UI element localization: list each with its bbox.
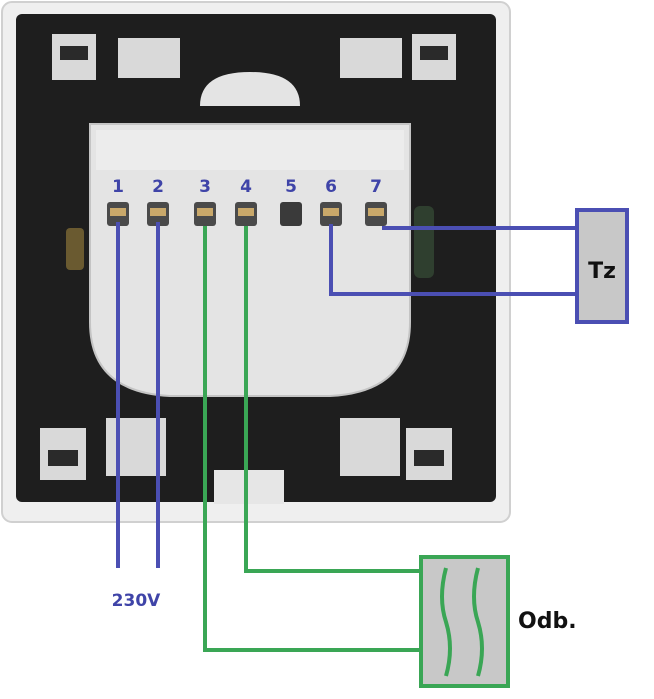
heating-element-line: [472, 567, 484, 677]
terminal-screw-7: [368, 208, 384, 216]
load-label: Odb.: [518, 609, 577, 634]
terminal-number-3: 3: [199, 177, 211, 197]
sensor-label: Tz: [588, 259, 616, 284]
bottom-clips: [40, 418, 452, 504]
clip-slot: [420, 46, 448, 60]
terminal-screw-2: [150, 208, 166, 216]
wire-load-3: [203, 226, 421, 652]
terminal-labels: 1 2 3 4 5 6 7: [112, 177, 382, 197]
side-fitting-right: [414, 206, 434, 278]
heating-element-line: [440, 567, 452, 677]
terminal-module: [89, 123, 411, 397]
module-ridge: [96, 130, 404, 170]
side-fitting-left: [66, 228, 84, 270]
clip-bottom-inner-right: [340, 418, 400, 476]
clip-top-inner-left: [118, 38, 180, 78]
terminal-sockets: [107, 202, 387, 226]
module-top-arch: [200, 72, 300, 106]
terminal-screw-3: [197, 208, 213, 216]
terminal-number-6: 6: [325, 177, 337, 197]
terminal-screw-6: [323, 208, 339, 216]
terminal-screw-1: [110, 208, 126, 216]
top-clips: [52, 34, 456, 80]
bottom-tab: [214, 470, 284, 504]
clip-top-inner-right: [340, 38, 402, 78]
terminal-socket-5: [280, 202, 302, 226]
supply-label: 230V: [112, 591, 161, 611]
terminal-number-7: 7: [370, 177, 382, 197]
load-box: [419, 555, 510, 688]
terminal-number-1: 1: [112, 177, 124, 197]
clip-slot: [414, 450, 444, 466]
terminal-number-4: 4: [240, 177, 252, 197]
wire-load-4: [244, 226, 421, 573]
wires: [116, 222, 577, 652]
clip-slot: [60, 46, 88, 60]
clip-slot: [48, 450, 78, 466]
terminal-screw-4: [238, 208, 254, 216]
terminal-number-2: 2: [152, 177, 164, 197]
wire-sensor-6: [329, 224, 577, 296]
sensor-box: [575, 208, 629, 324]
terminal-number-5: 5: [285, 177, 297, 197]
